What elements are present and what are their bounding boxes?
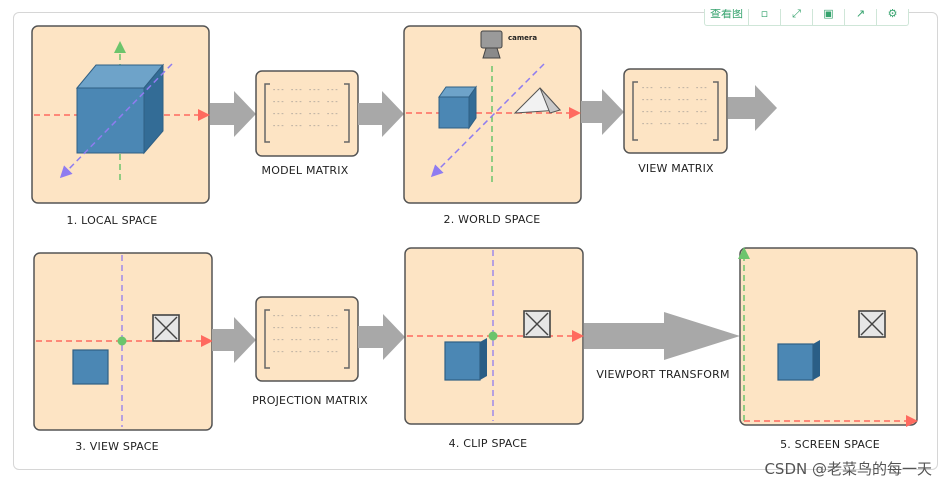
projection-matrix-label: PROJECTION MATRIX <box>252 394 368 407</box>
matrix-cell: --- <box>290 348 303 356</box>
transform-arrow <box>728 85 777 131</box>
world-space-panel <box>403 25 582 204</box>
matrix-cell: --- <box>641 84 654 92</box>
matrix-cell: --- <box>677 120 690 128</box>
model-matrix-box: ----------------------------------------… <box>255 70 359 157</box>
watermark: CSDN @老菜鸟的每一天 <box>764 460 932 478</box>
matrix-cell: --- <box>308 110 321 118</box>
matrix-cell: --- <box>326 336 339 344</box>
matrix-cell: --- <box>326 86 339 94</box>
transform-arrow <box>358 314 405 360</box>
matrix-cell: --- <box>659 108 672 116</box>
view-matrix-label: VIEW MATRIX <box>638 162 714 175</box>
copy-icon[interactable]: ▫ <box>748 9 780 25</box>
camera-label: camera <box>508 34 537 42</box>
matrix-cell: --- <box>308 348 321 356</box>
matrix-cell: --- <box>641 108 654 116</box>
matrix-cell: --- <box>695 84 708 92</box>
camera-icon <box>480 30 503 59</box>
matrix-cell: --- <box>290 110 303 118</box>
matrix-cell: --- <box>272 110 285 118</box>
matrix-cell: --- <box>326 348 339 356</box>
matrix-cell: --- <box>695 120 708 128</box>
model-matrix-label: MODEL MATRIX <box>262 164 349 177</box>
matrix-cell: --- <box>326 110 339 118</box>
matrix-cell: --- <box>308 336 321 344</box>
matrix-cell: --- <box>326 324 339 332</box>
transform-arrow <box>581 89 624 135</box>
matrix-cell: --- <box>659 120 672 128</box>
matrix-cell: --- <box>272 348 285 356</box>
matrix-cell: --- <box>290 336 303 344</box>
matrix-cell: --- <box>308 122 321 130</box>
zoom-icon[interactable]: 查看图 <box>710 9 743 20</box>
clip-space-label: 4. CLIP SPACE <box>449 437 528 450</box>
transform-arrow <box>358 91 404 137</box>
matrix-cell: --- <box>677 108 690 116</box>
matrix-cell: --- <box>326 312 339 320</box>
gear-icon[interactable]: ⚙ <box>876 9 908 25</box>
matrix-cell: --- <box>695 96 708 104</box>
expand-icon[interactable]: ⤢ <box>780 9 812 25</box>
view-matrix-box: ----------------------------------------… <box>623 68 728 154</box>
matrix-cell: --- <box>308 98 321 106</box>
matrix-cell: --- <box>272 336 285 344</box>
viewport-transform-label: VIEWPORT TRANSFORM <box>596 368 729 381</box>
matrix-cell: --- <box>272 122 285 130</box>
matrix-cell: --- <box>272 312 285 320</box>
share-icon[interactable]: ↗ <box>844 9 876 25</box>
matrix-cell: --- <box>290 324 303 332</box>
matrix-cell: --- <box>641 120 654 128</box>
matrix-cell: --- <box>659 84 672 92</box>
local-space-label: 1. LOCAL SPACE <box>67 214 158 227</box>
matrix-cell: --- <box>290 122 303 130</box>
view-space-panel <box>33 252 213 431</box>
transform-arrow <box>210 91 256 137</box>
local-space-panel <box>31 25 210 204</box>
image-toolbar: 查看图 ▫ ⤢ ▣ ↗ ⚙ <box>704 9 909 26</box>
save-icon[interactable]: ▣ <box>812 9 844 25</box>
matrix-cell: --- <box>290 98 303 106</box>
transform-arrow <box>212 317 256 363</box>
viewport-transform-arrow <box>584 312 740 360</box>
matrix-cell: --- <box>677 96 690 104</box>
projection-matrix-box: ----------------------------------------… <box>255 296 359 382</box>
matrix-cell: --- <box>290 312 303 320</box>
matrix-cell: --- <box>290 86 303 94</box>
matrix-cell: --- <box>659 96 672 104</box>
matrix-cell: --- <box>641 96 654 104</box>
matrix-cell: --- <box>272 98 285 106</box>
matrix-cell: --- <box>308 312 321 320</box>
view-space-label: 3. VIEW SPACE <box>75 440 159 453</box>
matrix-cell: --- <box>308 324 321 332</box>
matrix-cell: --- <box>326 98 339 106</box>
clip-space-panel <box>404 247 584 425</box>
world-space-label: 2. WORLD SPACE <box>444 213 541 226</box>
matrix-cell: --- <box>677 84 690 92</box>
matrix-cell: --- <box>326 122 339 130</box>
matrix-cell: --- <box>272 86 285 94</box>
screen-space-label: 5. SCREEN SPACE <box>780 438 880 451</box>
screen-space-panel <box>738 247 918 427</box>
matrix-cell: --- <box>695 108 708 116</box>
matrix-cell: --- <box>308 86 321 94</box>
matrix-cell: --- <box>272 324 285 332</box>
